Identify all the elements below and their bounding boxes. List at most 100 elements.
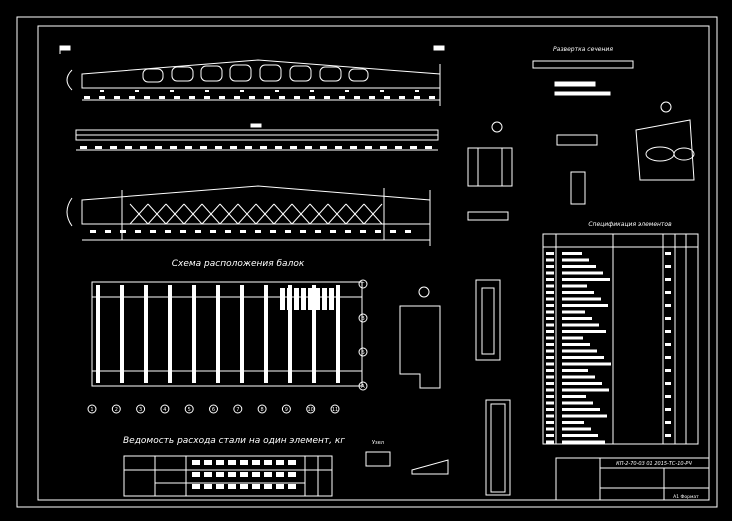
dim-mark — [230, 146, 237, 149]
spec-row-pos — [546, 284, 554, 288]
beam-layout-plan — [91, 281, 363, 387]
spec-row-pos — [546, 356, 554, 359]
title-block-code: КП-2-70-03 01 2015-ТС-10-РЧ — [616, 461, 692, 467]
spec-row-name — [562, 252, 582, 255]
layout-column — [264, 285, 268, 383]
steel-cell — [192, 484, 200, 489]
axis-marker: 9 — [281, 404, 291, 414]
spec-row-name — [562, 304, 608, 307]
dim-mark — [320, 146, 327, 149]
truss-web — [90, 203, 411, 233]
layout-column — [336, 285, 340, 383]
spec-row-name — [562, 382, 602, 385]
dim-mark — [234, 96, 240, 99]
dim-mark — [300, 230, 306, 233]
spec-row-name — [562, 356, 604, 359]
spec-row-name — [562, 349, 597, 353]
dim-mark — [245, 146, 252, 149]
dim-mark — [240, 230, 246, 233]
dim-mark — [414, 96, 420, 99]
spec-row-pos — [546, 375, 554, 379]
dim-mark — [270, 230, 276, 233]
spec-row-name — [562, 330, 606, 333]
dim-mark — [279, 96, 285, 99]
hatched-beam — [301, 288, 306, 310]
steel-consumption-title: Ведомость расхода стали на один элемент,… — [123, 436, 345, 446]
truss-diagonal — [363, 203, 383, 225]
spec-rows — [546, 252, 671, 444]
steel-cell — [276, 460, 284, 465]
truss-diagonal — [273, 203, 293, 225]
layout-column — [216, 285, 220, 383]
dim-mark — [390, 230, 396, 233]
hatched-beam — [329, 288, 334, 310]
steel-cell — [276, 472, 284, 477]
dim-mark — [95, 146, 102, 149]
steel-cell — [240, 472, 248, 477]
steel-cell — [264, 472, 272, 477]
spec-row-name — [562, 265, 596, 268]
steel-cell — [252, 460, 260, 465]
spec-row-name — [562, 258, 589, 262]
truss-diagonal — [201, 203, 221, 225]
axis-marker: 5 — [184, 404, 194, 414]
svg-text:7: 7 — [236, 407, 239, 413]
dim-mark — [180, 230, 186, 233]
dim-mark — [399, 96, 405, 99]
axis-marker: 10 — [306, 404, 316, 414]
steel-cell — [228, 484, 236, 489]
spec-row-qty — [665, 369, 671, 372]
spec-row-name — [562, 297, 601, 301]
steel-cell — [288, 484, 296, 489]
steel-cell — [204, 460, 212, 465]
spec-row-pos — [546, 395, 554, 398]
spec-row-qty — [665, 382, 671, 385]
outer-frame — [16, 16, 718, 508]
svg-text:2: 2 — [115, 407, 118, 413]
hatched-beam — [280, 288, 285, 310]
spec-row-name — [562, 271, 603, 275]
dim-mark — [369, 96, 375, 99]
dim-mark — [365, 146, 372, 149]
spec-row-name — [562, 369, 588, 372]
spec-row-pos — [546, 258, 554, 262]
hatched-beam — [315, 288, 320, 310]
beam-layout-title: Схема расположения балок — [172, 259, 305, 269]
steel-cell — [216, 484, 224, 489]
steel-cell — [228, 460, 236, 465]
spec-row-pos — [546, 317, 554, 320]
row-axis-marker: Б — [358, 347, 368, 357]
section-layout: Развертка сечения — [532, 46, 695, 205]
truss-diagonal — [165, 203, 185, 225]
dim-mark — [195, 230, 201, 233]
axis-marker: 8 — [257, 404, 267, 414]
spec-row-name — [562, 317, 592, 320]
dim-mark — [129, 96, 135, 99]
dim-mark — [84, 96, 90, 99]
svg-text:В: В — [361, 316, 365, 322]
spec-row-name — [562, 375, 595, 379]
dim-mark — [305, 146, 312, 149]
section-details — [365, 121, 513, 496]
hatched-beam — [308, 288, 313, 310]
dim-mark — [165, 230, 171, 233]
spec-row-pos — [546, 297, 554, 301]
dim-mark — [290, 146, 297, 149]
dim-mark — [395, 146, 402, 149]
spec-row-pos — [546, 414, 554, 418]
dim-mark — [205, 90, 209, 92]
spec-row-qty — [665, 343, 671, 346]
spec-row-qty — [665, 395, 671, 398]
spec-row-qty — [665, 304, 671, 307]
dim-mark — [275, 146, 282, 149]
spec-row-name — [562, 395, 586, 398]
dim-mark — [144, 96, 150, 99]
hatched-beams — [280, 288, 334, 310]
steel-cell — [192, 460, 200, 465]
svg-text:9: 9 — [285, 407, 288, 413]
dim-mark — [309, 96, 315, 99]
spec-row-pos — [546, 421, 554, 424]
dim-mark — [90, 230, 96, 233]
